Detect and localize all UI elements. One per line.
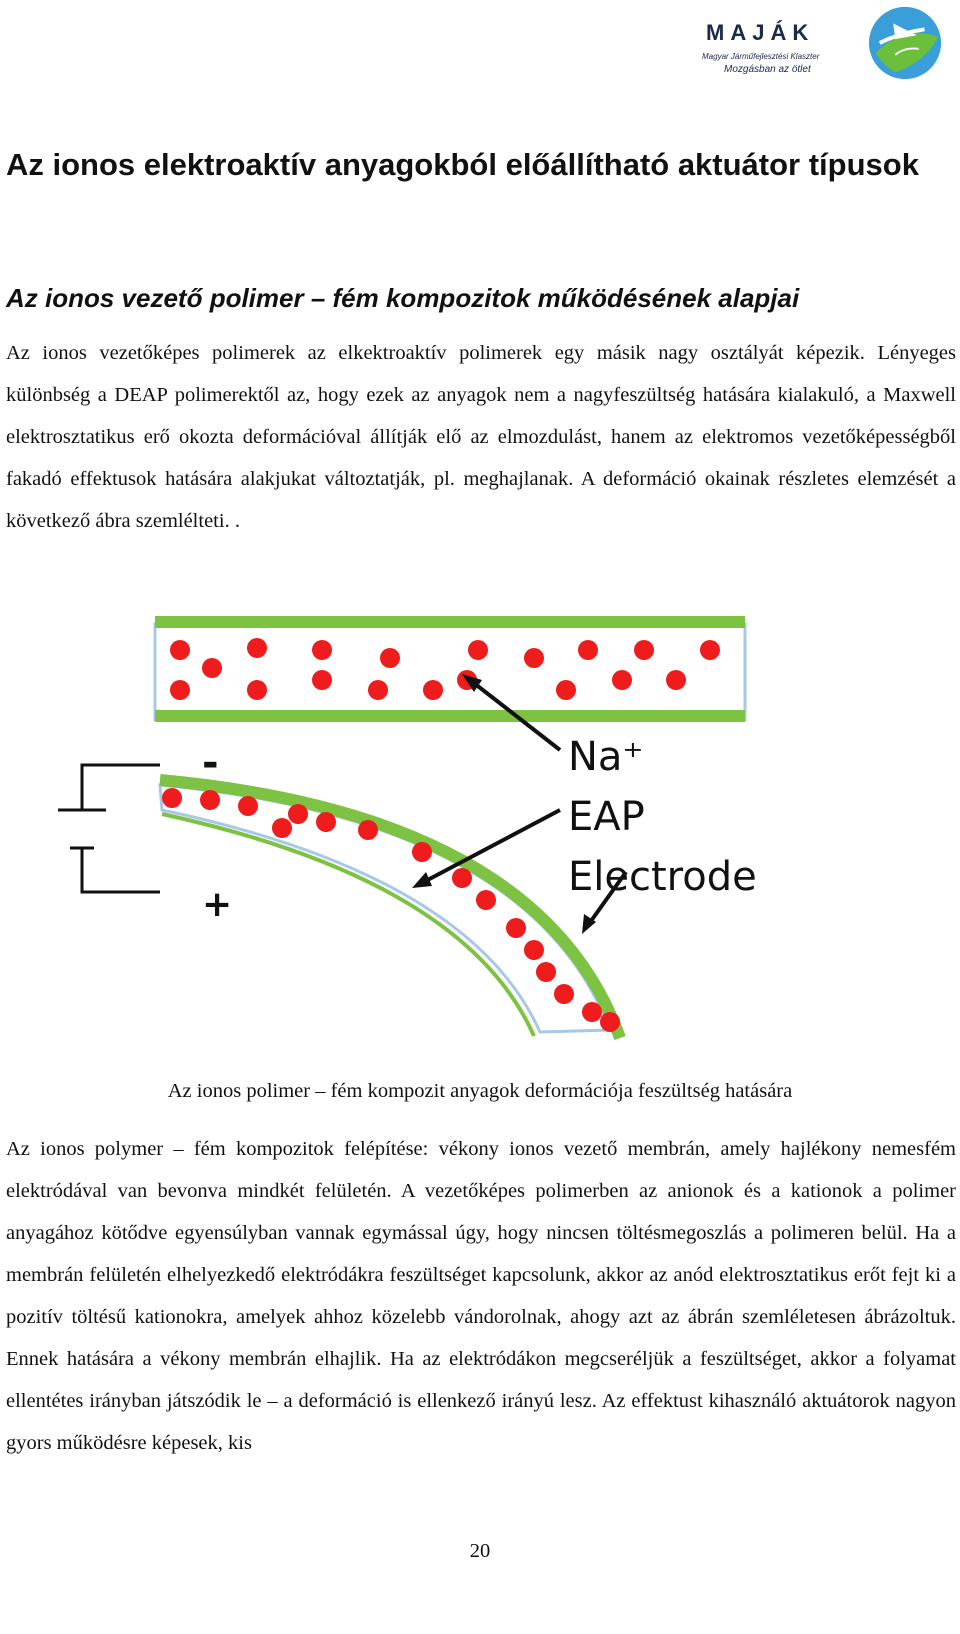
top-electrode-upper (155, 616, 745, 628)
electrode-label: Electrode (568, 854, 757, 900)
bent-electrode-inner (161, 812, 536, 1037)
logo-slogan: Mozgásban az ötlet (724, 64, 811, 75)
section-title: Az ionos vezető polimer – fém kompozitok… (6, 283, 800, 313)
logo-name: MAJÁK (706, 20, 815, 45)
na-label: Na⁺ (568, 734, 644, 780)
eap-label: EAP (568, 794, 645, 840)
majak-logo: MAJÁK Magyar Járműfejlesztési Klaszter M… (690, 0, 960, 90)
page-number: 20 (469, 1540, 491, 1562)
ipmc-deformation-figure: - + Na⁺ EAP Electrode (58, 616, 757, 1041)
minus-sign: - (202, 740, 219, 786)
body-paragraph: Az ionos polymer – fém kompozitok felépí… (6, 1138, 956, 1454)
intro-paragraph: Az ionos vezetőképes polimerek az elkekt… (6, 342, 956, 532)
top-electrode-lower (155, 710, 745, 722)
top-ions (170, 638, 720, 700)
top-membrane (153, 622, 747, 722)
page-title: Az ionos elektroaktív anyagokból előállí… (6, 147, 919, 182)
plus-sign: + (202, 884, 232, 925)
bent-ions (162, 788, 620, 1032)
battery-circuit (58, 763, 160, 894)
label-arrows (412, 674, 628, 934)
airplane-swirl-icon (868, 6, 942, 80)
figure-caption: Az ionos polimer – fém kompozit anyagok … (167, 1080, 793, 1102)
logo-tagline: Magyar Járműfejlesztési Klaszter (702, 52, 820, 61)
